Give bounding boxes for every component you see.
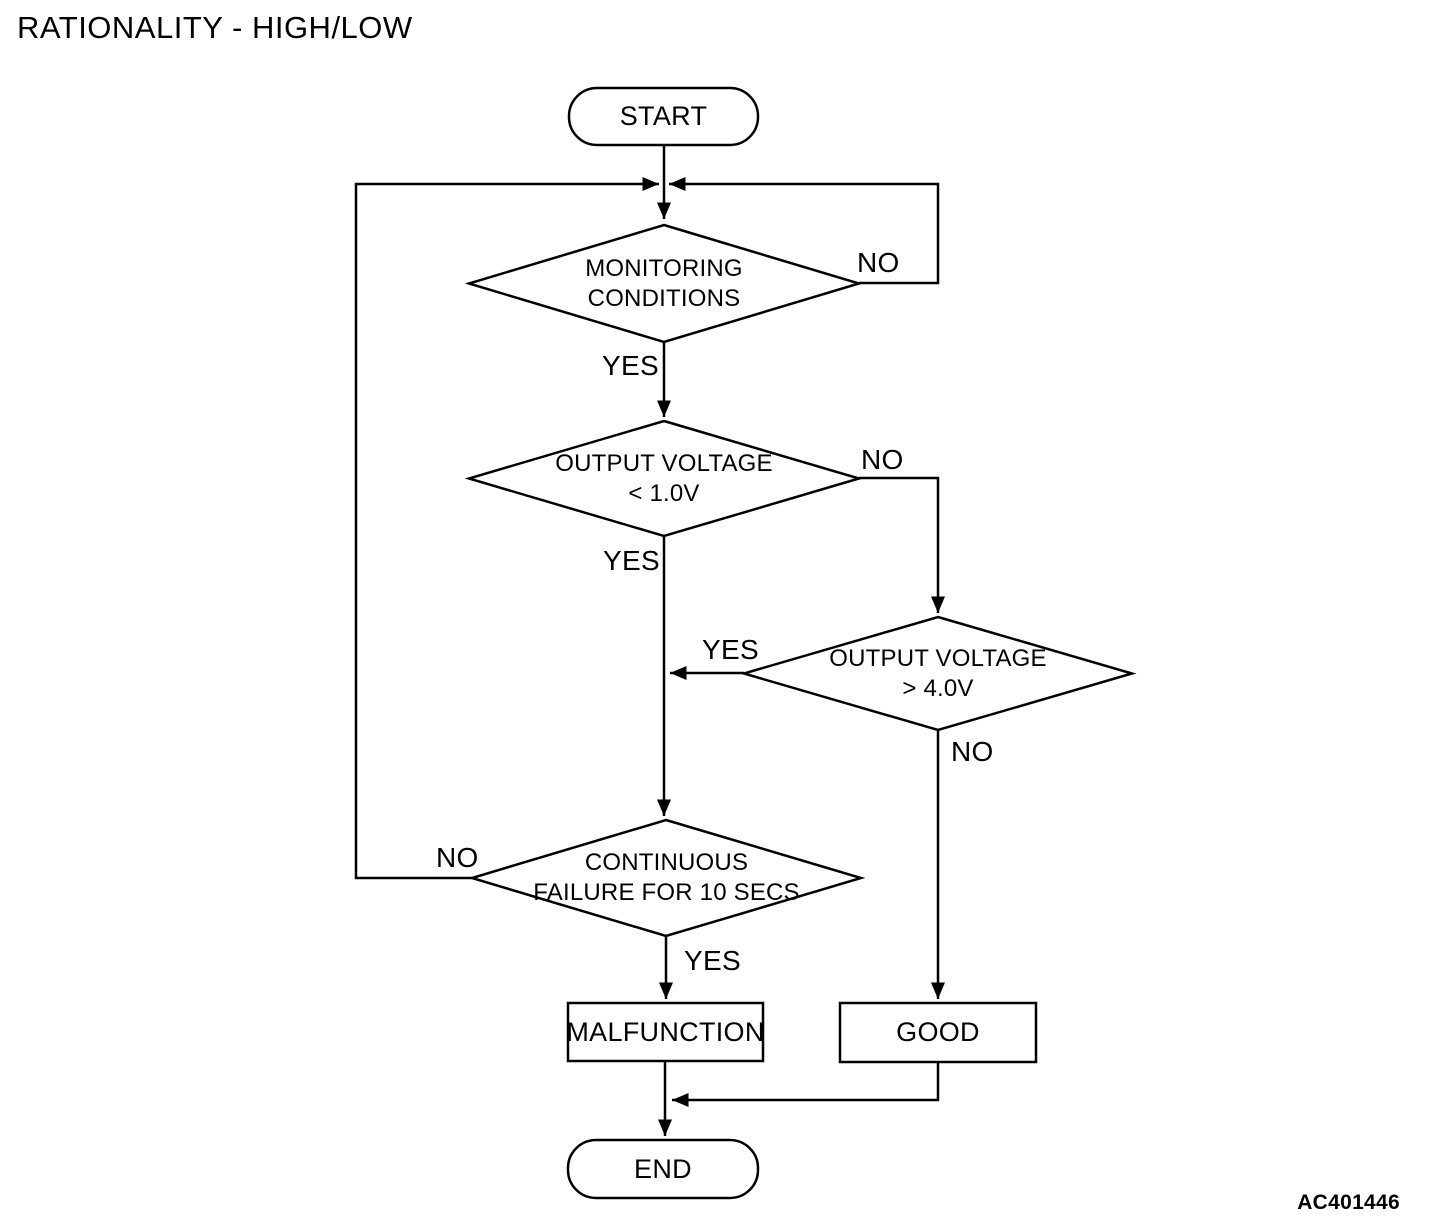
continuous-failure-label: CONTINUOUS FAILURE FOR 10 SECS bbox=[472, 820, 861, 936]
monitoring-no-label: NO bbox=[857, 247, 900, 278]
continuous-failure-line2: FAILURE FOR 10 SECS bbox=[533, 879, 800, 906]
voltage-low-yes-label: YES bbox=[603, 545, 660, 576]
end-terminator-shape bbox=[566, 1138, 760, 1200]
voltage-high-no-label: NO bbox=[951, 736, 994, 767]
output-voltage-low-line2: < 1.0V bbox=[628, 479, 700, 507]
voltage-high-yes-label: YES bbox=[702, 634, 759, 665]
output-voltage-low-line1: OUTPUT VOLTAGE bbox=[555, 449, 773, 477]
output-voltage-low-label: OUTPUT VOLTAGE < 1.0V bbox=[469, 421, 859, 536]
good-node-label: GOOD bbox=[896, 1017, 980, 1047]
end-node-label: END bbox=[634, 1153, 692, 1184]
decision-voltage-low-shape bbox=[464, 419, 864, 538]
malfunction-process-shape bbox=[566, 1001, 765, 1063]
start-terminator-shape bbox=[567, 86, 760, 147]
monitoring-conditions-line1: MONITORING bbox=[585, 254, 743, 282]
start-node-label: START bbox=[619, 101, 708, 131]
continuous-yes-label: YES bbox=[684, 945, 741, 976]
monitoring-yes-label: YES bbox=[602, 350, 659, 381]
edge-voltage-low-no bbox=[859, 476, 945, 613]
page-title: RATIONALITY - HIGH/LOW bbox=[17, 10, 413, 45]
edge-monitoring-no-loop bbox=[669, 177, 940, 285]
monitoring-conditions-line2: CONDITIONS bbox=[587, 284, 741, 312]
good-process-shape bbox=[838, 1001, 1038, 1064]
figure-code: AC401446 bbox=[1297, 1191, 1400, 1214]
output-voltage-high-line2: > 4.0V bbox=[902, 674, 974, 702]
decision-continuous-failure-shape bbox=[467, 818, 866, 938]
voltage-low-no-label: NO bbox=[861, 444, 904, 475]
decision-voltage-high-shape bbox=[739, 615, 1137, 732]
continuous-no-label: NO bbox=[436, 842, 479, 873]
decision-monitoring-shape bbox=[464, 223, 864, 344]
output-voltage-high-line1: OUTPUT VOLTAGE bbox=[829, 644, 1047, 672]
output-voltage-high-label: OUTPUT VOLTAGE > 4.0V bbox=[744, 617, 1132, 730]
edge-good-to-end bbox=[672, 1062, 940, 1107]
edge-continuous-no-loop bbox=[354, 177, 659, 880]
monitoring-conditions-label: MONITORING CONDITIONS bbox=[469, 225, 859, 342]
malfunction-node-label: MALFUNCTION bbox=[566, 1016, 765, 1047]
continuous-failure-line1: CONTINUOUS bbox=[584, 849, 749, 876]
